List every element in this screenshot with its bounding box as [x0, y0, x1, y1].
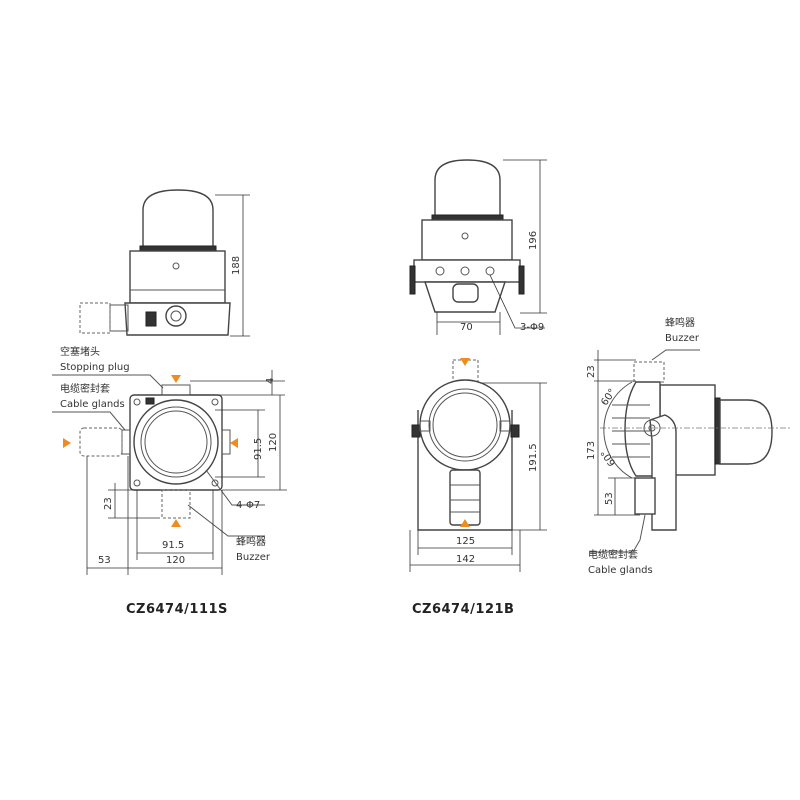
- buzzer-label-en-right: Buzzer: [665, 333, 699, 344]
- front-view-111s: [52, 370, 287, 575]
- cable-glands-label-en: Cable glands: [60, 399, 125, 410]
- front-view-121b: [409, 358, 547, 572]
- cable-glands-label-en-right: Cable glands: [588, 565, 653, 576]
- side-view-111s: [79, 189, 250, 337]
- model-title-left: CZ6474/111S: [126, 602, 228, 617]
- buzzer-label-cn-left: 蜂鸣器: [236, 537, 266, 548]
- dim-70: 70: [460, 322, 473, 333]
- holes-label-left: 4-Φ7: [236, 500, 261, 511]
- dim-91-5-h: 91.5: [162, 540, 185, 551]
- dim-173: 173: [586, 440, 597, 460]
- cable-glands-label-cn-right: 电缆密封套: [588, 550, 638, 561]
- buzzer-label-cn-right: 蜂鸣器: [665, 318, 695, 329]
- dim-120-v: 120: [268, 432, 279, 452]
- holes-label-right: 3-Φ9: [520, 322, 545, 333]
- stopping-plug-label-en: Stopping plug: [60, 362, 130, 373]
- model-title-right: CZ6474/121B: [412, 602, 515, 617]
- dim-23-side: 23: [586, 365, 597, 378]
- dim-191-5: 191.5: [528, 443, 539, 472]
- dim-91-5-v: 91.5: [253, 437, 264, 460]
- side-view-rotated: [590, 349, 790, 553]
- dim-125: 125: [456, 536, 476, 547]
- buzzer-label-en-left: Buzzer: [236, 552, 270, 563]
- side-view-121b: [409, 159, 547, 335]
- dim-196: 196: [528, 230, 539, 250]
- dim-188: 188: [231, 255, 242, 275]
- dim-53-side: 53: [604, 492, 615, 505]
- dim-53-left: 53: [98, 555, 111, 566]
- dim-120-h: 120: [166, 555, 186, 566]
- stopping-plug-label-cn: 空塞堵头: [60, 347, 100, 358]
- dim-142: 142: [456, 554, 476, 565]
- dim-4: 4: [265, 377, 276, 384]
- cable-glands-label-cn: 电缆密封套: [60, 384, 110, 395]
- dim-23-left: 23: [103, 497, 114, 510]
